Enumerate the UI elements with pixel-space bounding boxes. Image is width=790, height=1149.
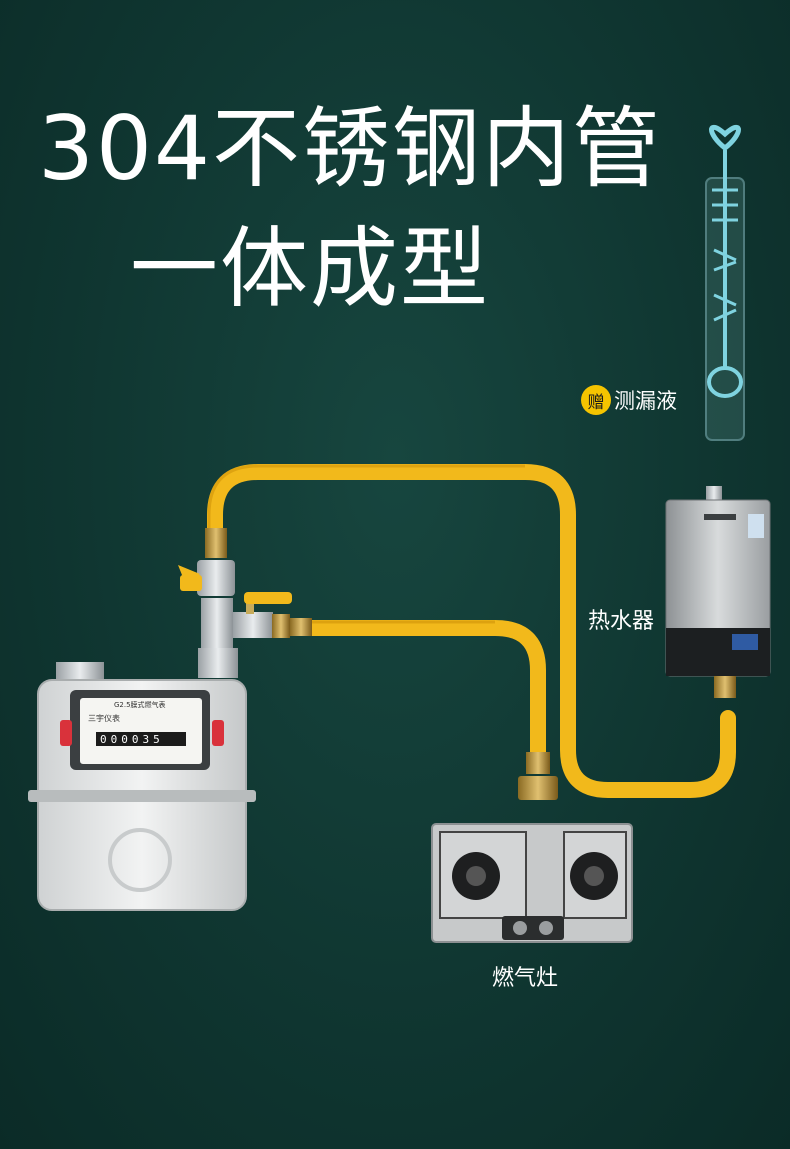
gift-tag: 赠 测漏液 — [581, 385, 677, 415]
meter-title: G2.5膜式燃气表 — [114, 700, 166, 709]
water-heater-icon — [665, 486, 771, 698]
gas-stove-label: 燃气灶 — [492, 966, 559, 991]
valve-icon — [178, 528, 312, 678]
headline-line-1: 304不锈钢内管 — [38, 97, 662, 200]
gas-meter-icon — [28, 662, 256, 911]
gift-text: 测漏液 — [614, 389, 677, 413]
hose-icon — [207, 464, 736, 798]
water-heater-label: 热水器 — [588, 609, 655, 634]
gift-badge: 赠 — [581, 385, 611, 415]
leak-test-bottle-icon — [705, 124, 745, 441]
headline-line-2: 一体成型 — [129, 217, 490, 320]
gas-stove-icon — [431, 752, 633, 943]
meter-brand: 三宇仪表 — [88, 713, 120, 723]
meter-reading: 000035 — [100, 733, 164, 746]
